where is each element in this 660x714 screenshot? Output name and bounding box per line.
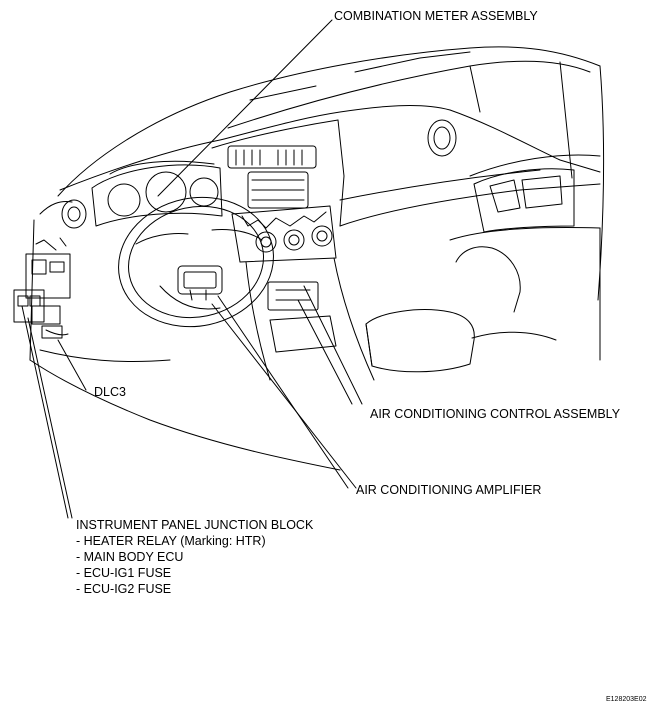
figure-code: E128203E02 [606, 696, 647, 703]
label-dlc3: DLC3 [94, 385, 126, 399]
steering-wheel [106, 183, 285, 341]
leader-dlc3 [58, 340, 86, 390]
leader-ac-amplifier-1 [212, 304, 356, 488]
windshield-outline [58, 47, 604, 300]
leader-combination-meter [158, 20, 332, 196]
center-stack [228, 146, 374, 380]
label-junction-item: - HEATER RELAY (Marking: HTR) [76, 534, 266, 548]
label-junction-item: - MAIN BODY ECU [76, 550, 184, 564]
label-junction-item: - ECU-IG1 FUSE [76, 566, 172, 580]
junction-block [14, 238, 70, 338]
right-vent [428, 120, 456, 156]
leader-ac-control-2 [298, 300, 352, 404]
combination-meter [92, 161, 222, 226]
dashboard-top [60, 106, 600, 226]
label-ac-amplifier: AIR CONDITIONING AMPLIFIER [356, 483, 542, 497]
left-side [30, 200, 340, 470]
leader-lines [22, 20, 362, 518]
armrest [366, 310, 556, 372]
passenger-door [450, 155, 600, 360]
label-combination-meter: COMBINATION METER ASSEMBLY [334, 9, 538, 23]
leader-ac-control-1 [304, 286, 362, 404]
label-junction-block-title: INSTRUMENT PANEL JUNCTION BLOCK [76, 518, 314, 532]
leader-ac-amplifier-2 [218, 296, 348, 488]
leader-junction-block-2 [22, 306, 68, 518]
leader-junction-block-1 [28, 318, 72, 518]
label-junction-item: - ECU-IG2 FUSE [76, 582, 172, 596]
label-ac-control: AIR CONDITIONING CONTROL ASSEMBLY [370, 407, 621, 421]
